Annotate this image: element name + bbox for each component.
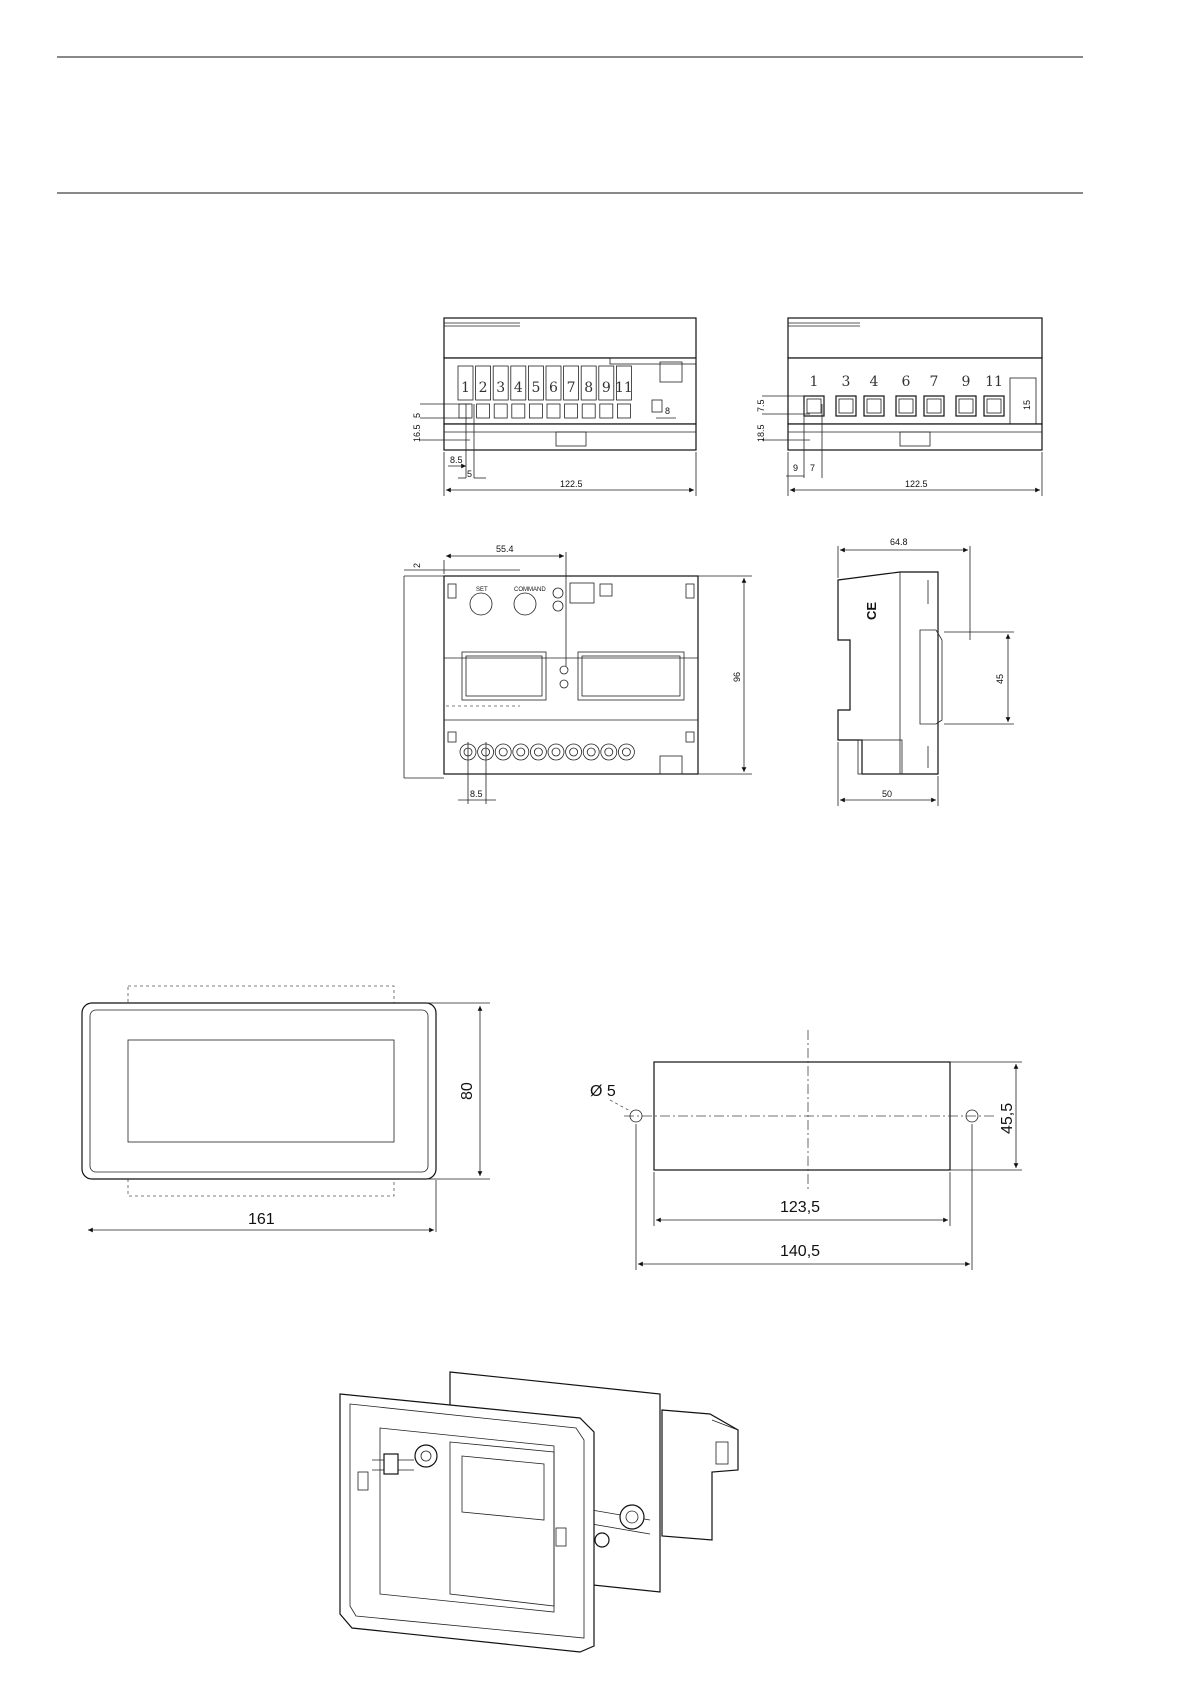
dim-15-rear: 15 [1022,400,1032,410]
dim-7-rear: 7 [810,463,815,473]
terminal-number: 6 [549,380,558,396]
assembly-illustration [340,1372,738,1652]
terminal-number: 9 [602,380,611,396]
terminal-number: 3 [842,374,851,390]
dim-50: 50 [882,789,892,799]
dim-hole-diameter: Ø 5 [590,1083,616,1100]
terminal-number: 8 [584,380,593,396]
dim-122-5-front: 122.5 [560,479,583,489]
terminal-rear-view: 15 1 3 4 6 7 9 11 7.5 18.5 9 7 122.5 [756,318,1042,496]
dim-5-front: 5 [412,413,422,418]
terminal-number: 7 [567,380,576,396]
dim-122-5-rear: 122.5 [905,479,928,489]
dim-55-4: 55.4 [496,544,514,554]
terminal-number: 2 [479,380,488,396]
panel-cutout-view: Ø 5 45,5 123,5 140,5 [590,1030,1022,1270]
label-command: COMMAND [514,587,546,593]
terminal-number: 7 [930,374,939,390]
dim-96: 96 [732,672,742,682]
dim-45-side: 45 [995,674,1005,684]
dim-123-5: 123,5 [780,1199,820,1216]
ce-mark: CE [864,602,879,620]
dim-161: 161 [248,1211,275,1228]
terminal-number: 1 [810,374,819,390]
terminal-number: 11 [615,380,633,396]
dim-9-rear: 9 [793,463,798,473]
dim-140-5: 140,5 [780,1243,820,1260]
label-set: SET [476,587,488,593]
terminal-number: 6 [902,374,911,390]
terminal-number: 4 [870,374,879,390]
dim-64-8: 64.8 [890,537,908,547]
terminal-number: 3 [496,380,505,396]
dim-45-5: 45,5 [999,1103,1016,1134]
dim-2-front: 2 [412,563,422,568]
device-front-view: SET COMMAND 55.4 2 96 8.5 [404,544,752,804]
terminal-number: 4 [514,380,523,396]
dim-16-5-front: 16.5 [412,424,422,442]
terminal-number: 5 [531,380,540,396]
terminal-number: 1 [461,380,470,396]
dim-8-5-front-view: 8.5 [470,789,483,799]
terminal-number: 11 [985,374,1003,390]
dim-7-5-rear: 7.5 [756,399,766,412]
device-side-view: CE 64.8 45 50 [838,537,1014,806]
terminal-number: 9 [962,374,971,390]
dim-8-offset: 8 [665,406,670,416]
dim-8-5-front: 8.5 [450,455,463,465]
dim-80: 80 [459,1082,476,1100]
dim-18-5-rear: 18.5 [756,424,766,442]
panel-front-view: 80 161 [82,986,490,1232]
dim-5-pitch-front: 5 [467,469,472,479]
